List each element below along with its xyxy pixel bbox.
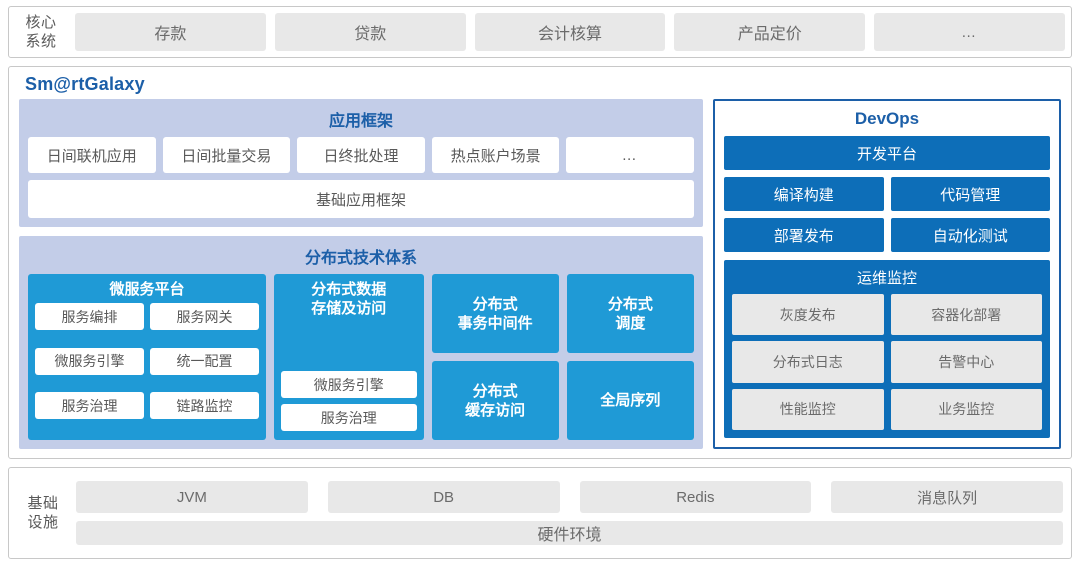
app-framework-item[interactable]: 日终批处理 — [297, 137, 425, 173]
infrastructure-item[interactable]: JVM — [76, 481, 308, 513]
platform-columns: 应用框架 日间联机应用 日间批量交易 日终批处理 热点账户场景 … 基础应用框架… — [19, 99, 1061, 449]
distributed-solo-column-2: 分布式 调度 全局序列 — [566, 274, 694, 440]
app-framework-item[interactable]: 热点账户场景 — [431, 137, 560, 173]
ops-monitoring-item[interactable]: 性能监控 — [732, 388, 884, 430]
ops-monitoring-item[interactable]: 告警中心 — [890, 341, 1042, 383]
microservice-item[interactable]: 链路监控 — [150, 392, 260, 420]
core-system-item[interactable]: 会计核算 — [474, 13, 666, 51]
app-framework-title: 应用框架 — [328, 113, 393, 130]
infrastructure-item[interactable]: Redis — [579, 481, 812, 513]
distributed-cache-line1: 分布式 — [472, 382, 518, 400]
devops-item[interactable]: 编译构建 — [724, 177, 884, 211]
distributed-storage-items: 微服务引擎 服务治理 — [281, 322, 417, 432]
microservice-item[interactable]: 统一配置 — [150, 347, 260, 375]
ops-monitoring-item[interactable]: 容器化部署 — [890, 294, 1042, 336]
infrastructure-label: 基础 设施 — [17, 494, 69, 532]
distributed-scheduling-line2: 调度 — [615, 314, 646, 332]
infrastructure-item[interactable]: 消息队列 — [831, 481, 1063, 513]
app-framework-panel: 应用框架 日间联机应用 日间批量交易 日终批处理 热点账户场景 … 基础应用框架 — [19, 99, 703, 227]
microservice-item[interactable]: 服务网关 — [150, 303, 260, 330]
ops-monitoring-items: 灰度发布 容器化部署 分布式日志 告警中心 性能监控 业务监控 — [732, 294, 1042, 430]
global-sequence-card[interactable]: 全局序列 — [566, 361, 694, 440]
platform-brand-title: Sm@rtGalaxy — [25, 74, 145, 94]
base-app-framework-item[interactable]: 基础应用框架 — [28, 180, 694, 218]
distributed-cache-line2: 缓存访问 — [465, 401, 526, 419]
microservice-platform-items: 服务编排 服务网关 微服务引擎 统一配置 服务治理 链路监控 — [35, 303, 260, 432]
hardware-environment-item[interactable]: 硬件环境 — [76, 521, 1063, 545]
distributed-scheduling-card[interactable]: 分布式 调度 — [566, 274, 694, 353]
distributed-scheduling-line1: 分布式 — [607, 295, 653, 313]
infrastructure-label-line2: 设施 — [27, 514, 59, 531]
devops-platform-item[interactable]: 开发平台 — [724, 136, 1050, 170]
infrastructure-items: JVM DB Redis 消息队列 — [76, 481, 1063, 513]
app-framework-more-icon[interactable]: … — [566, 137, 694, 173]
ops-monitoring-item[interactable]: 分布式日志 — [732, 341, 884, 383]
microservice-platform-title: 微服务平台 — [109, 281, 185, 298]
devops-item[interactable]: 自动化测试 — [890, 218, 1050, 252]
microservice-item[interactable]: 服务编排 — [35, 303, 145, 330]
distributed-solo-column-1: 分布式 事务中间件 分布式 缓存访问 — [431, 274, 559, 440]
distributed-transaction-line2: 事务中间件 — [457, 314, 533, 332]
devops-column: DevOps 开发平台 编译构建 代码管理 部署发布 自动化测试 运维监控 灰度… — [713, 99, 1061, 449]
app-framework-item[interactable]: 日间批量交易 — [162, 137, 291, 173]
core-system-item[interactable]: 产品定价 — [674, 13, 866, 51]
distributed-storage-title-line2: 存储及访问 — [311, 300, 387, 317]
infrastructure-item[interactable]: DB — [327, 481, 560, 513]
core-systems-section: 核心 系统 存款 贷款 会计核算 产品定价 … — [8, 6, 1072, 58]
distributed-storage-card[interactable]: 分布式数据 存储及访问 微服务引擎 服务治理 — [274, 274, 424, 440]
devops-item[interactable]: 代码管理 — [890, 177, 1050, 211]
core-system-item[interactable]: 贷款 — [274, 13, 466, 51]
devops-panel: DevOps 开发平台 编译构建 代码管理 部署发布 自动化测试 运维监控 灰度… — [713, 99, 1061, 449]
core-systems-label: 核心 系统 — [15, 13, 67, 51]
core-system-item[interactable]: 存款 — [75, 13, 266, 51]
ops-monitoring-title: 运维监控 — [856, 270, 917, 287]
distributed-tech-title: 分布式技术体系 — [304, 250, 417, 267]
distributed-cache-card[interactable]: 分布式 缓存访问 — [431, 361, 559, 440]
platform-section: Sm@rtGalaxy 应用框架 日间联机应用 日间批量交易 日终批处理 热点账… — [8, 66, 1072, 459]
distributed-storage-item[interactable]: 服务治理 — [281, 404, 417, 431]
core-systems-label-line2: 系统 — [25, 33, 57, 50]
microservice-item[interactable]: 微服务引擎 — [35, 347, 145, 375]
devops-title: DevOps — [854, 109, 920, 128]
app-framework-items: 日间联机应用 日间批量交易 日终批处理 热点账户场景 … — [28, 137, 694, 173]
platform-left-column: 应用框架 日间联机应用 日间批量交易 日终批处理 热点账户场景 … 基础应用框架… — [19, 99, 703, 449]
core-systems-label-line1: 核心 — [25, 14, 57, 31]
app-framework-item[interactable]: 日间联机应用 — [28, 137, 156, 173]
ops-monitoring-item[interactable]: 业务监控 — [890, 388, 1042, 430]
distributed-storage-item[interactable]: 微服务引擎 — [281, 371, 417, 398]
core-system-more-icon[interactable]: … — [874, 13, 1065, 51]
ops-monitoring-panel: 运维监控 灰度发布 容器化部署 分布式日志 告警中心 性能监控 业务监控 — [724, 260, 1050, 438]
core-systems-list: 存款 贷款 会计核算 产品定价 … — [67, 13, 1065, 51]
global-sequence-line1: 全局序列 — [600, 392, 661, 409]
distributed-storage-title: 分布式数据 存储及访问 — [281, 280, 417, 322]
infrastructure-stack: JVM DB Redis 消息队列 硬件环境 — [69, 481, 1063, 545]
distributed-storage-title-line1: 分布式数据 — [311, 281, 387, 298]
distributed-tech-columns: 微服务平台 服务编排 服务网关 微服务引擎 统一配置 服务治理 链路监控 — [28, 274, 694, 440]
ops-monitoring-item[interactable]: 灰度发布 — [732, 294, 884, 336]
microservice-item[interactable]: 服务治理 — [35, 392, 145, 420]
devops-item[interactable]: 部署发布 — [724, 218, 884, 252]
distributed-tech-panel: 分布式技术体系 微服务平台 服务编排 服务网关 微服务引擎 统一配置 服务治理 — [19, 236, 703, 449]
distributed-transaction-card[interactable]: 分布式 事务中间件 — [431, 274, 559, 353]
infrastructure-label-line1: 基础 — [27, 495, 59, 512]
devops-items: 编译构建 代码管理 部署发布 自动化测试 — [724, 177, 1050, 252]
distributed-transaction-line1: 分布式 — [472, 295, 518, 313]
microservice-platform-card[interactable]: 微服务平台 服务编排 服务网关 微服务引擎 统一配置 服务治理 链路监控 — [28, 274, 267, 440]
infrastructure-section: 基础 设施 JVM DB Redis 消息队列 硬件环境 — [8, 467, 1072, 559]
